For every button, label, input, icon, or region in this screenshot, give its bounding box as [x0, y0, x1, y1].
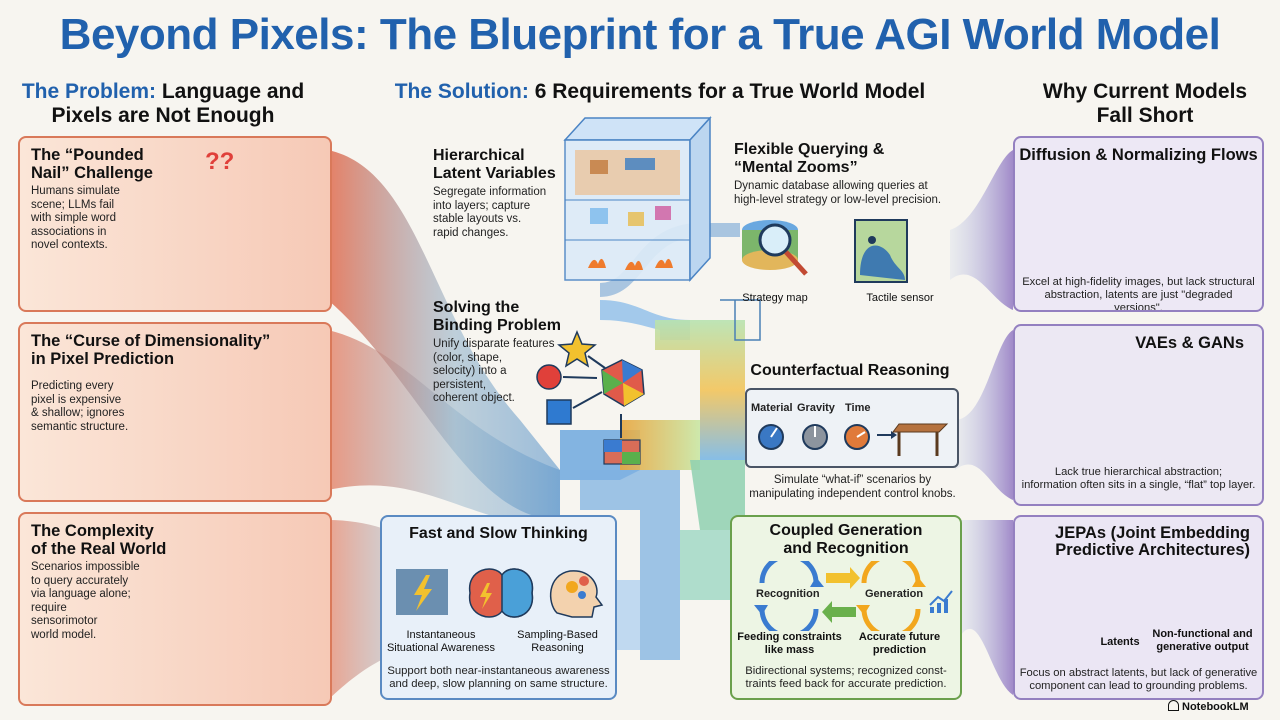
- generation-node: Generation: [865, 588, 924, 600]
- central-pipe: [680, 530, 740, 600]
- notebook-icon: [1168, 700, 1179, 711]
- counterfactual-control-panel: Material Gravity Time: [745, 388, 959, 468]
- left-stream: [328, 150, 560, 520]
- heading-text: Why Current Models: [1042, 80, 1248, 103]
- box-description: Support both near-instantaneous awarenes…: [387, 665, 610, 690]
- card-description: Focus on abstract latents, but lack of g…: [1019, 667, 1258, 692]
- shortfall-card-diffusion: Diffusion & Normalizing Flows Excel at h…: [1013, 136, 1264, 312]
- problem-column-heading: The Problem: Language and Pixels are Not…: [18, 80, 308, 128]
- central-pipe: [655, 320, 745, 460]
- brain-icons: [396, 568, 604, 618]
- card-title: The “Curse of Dimensionality”in Pixel Pr…: [31, 332, 271, 368]
- central-pipe: [580, 470, 680, 660]
- box-title: Fast and Slow Thinking: [409, 525, 588, 542]
- feedback-loop-icon: [754, 561, 953, 631]
- question-marks: ??: [205, 148, 235, 175]
- knobs-and-table-icon: [758, 423, 949, 456]
- hierarchical-cube-illustration: [563, 116, 712, 282]
- page-title: Beyond Pixels: The Blueprint for a True …: [59, 10, 1221, 59]
- tactile-sensor-illustration: [854, 219, 908, 283]
- latents-label: Latents: [1100, 636, 1140, 648]
- right-stream: [955, 330, 1013, 500]
- heading-text: 6 Requirements for a True World Model: [528, 80, 926, 103]
- strategy-map-illustration: [742, 220, 808, 276]
- shortfall-card-vaes-gans: VAEs & GANs Lack true hierarchical abstr…: [1013, 324, 1264, 506]
- tactile-sensor-label: Tactile sensor: [866, 292, 934, 304]
- card-description: Lack true hierarchical abstraction;infor…: [1021, 466, 1256, 491]
- heading-accent: The Problem:: [21, 80, 156, 103]
- central-pipe: [720, 299, 761, 341]
- brand-watermark: NotebookLM: [1168, 700, 1249, 713]
- requirement-title: Flexible Querying &“Mental Zooms”: [734, 141, 885, 176]
- card-title: Diffusion & Normalizing Flows: [1019, 146, 1258, 164]
- problem-card-curse-of-dimensionality: The “Curse of Dimensionality”in Pixel Pr…: [18, 322, 332, 502]
- card-description: Excel at high-fidelity images, but lack …: [1022, 276, 1255, 312]
- heading-text: Language and: [156, 80, 305, 103]
- heading-accent: The Solution:: [394, 80, 529, 103]
- requirement-description: Unify disparate features(color, shape,se…: [433, 338, 555, 404]
- binding-shapes-illustration: [536, 330, 645, 465]
- requirement-flexible-querying: Flexible Querying &“Mental Zooms” Dynami…: [734, 141, 974, 207]
- shortfall-column-heading: Why Current Models Fall Short: [1020, 80, 1270, 128]
- card-title: VAEs & GANs: [1135, 334, 1244, 352]
- strategy-map-label: Strategy map: [742, 292, 808, 304]
- central-pipe: [690, 460, 745, 530]
- heading-text: Fall Short: [1096, 104, 1194, 127]
- left-stream: [328, 330, 560, 530]
- solution-column-heading: The Solution: 6 Requirements for a True …: [360, 80, 960, 104]
- recognition-node: Recognition: [756, 588, 820, 600]
- counterfactual-title: Counterfactual Reasoning: [750, 362, 950, 379]
- right-stream: [950, 150, 1013, 310]
- right-stream: [958, 520, 1013, 695]
- knob-label-material: Material: [751, 402, 793, 414]
- knob-label-time: Time: [845, 402, 871, 414]
- box-description: Bidirectional systems; recognized const-…: [745, 665, 947, 690]
- knob-label-gravity: Gravity: [797, 402, 835, 414]
- heading-text: Pixels are Not Enough: [51, 104, 275, 127]
